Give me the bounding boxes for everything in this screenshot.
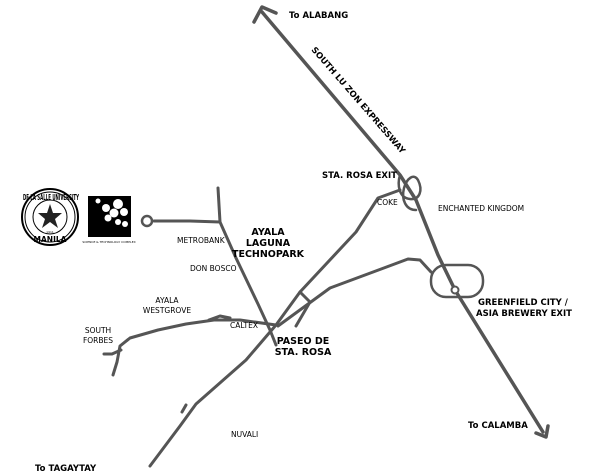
label-to-calamba: To CALAMBA: [468, 421, 528, 431]
label-greenfield-1: GREENFIELD CITY /: [478, 298, 569, 308]
label-paseo-1: PASEO DE: [277, 336, 330, 347]
label-to-tagaytay: To TAGAYTAY: [35, 464, 97, 472]
dlsu-inner-text: 1911: [46, 230, 54, 234]
roads: [102, 5, 550, 468]
dlsu-ring-text: DE LA SALLE UNIVERSITY: [23, 193, 79, 202]
label-ayala-westgrove-2: WESTGROVE: [143, 306, 191, 315]
nuvali-spur: [180, 403, 188, 414]
expressway-arrow-north: [252, 5, 278, 24]
label-nuvali: NUVALI: [231, 430, 258, 439]
label-ayala-westgrove-1: AYALA: [155, 296, 179, 305]
label-south-forbes-1: SOUTH: [85, 326, 111, 335]
label-ayala-technopark-2: LAGUNA: [246, 238, 291, 249]
label-greenfield-2: ASIA BREWERY EXIT: [476, 309, 572, 319]
label-enchanted-kingdom: ENCHANTED KINGDOM: [438, 204, 524, 213]
label-expressway: SOUTH LU ZON EXPRESSWAY: [309, 45, 408, 156]
westgrove-branch: [207, 314, 232, 322]
university-seal-icon: [38, 204, 62, 228]
label-ayala-technopark-1: AYALA: [251, 227, 285, 238]
greenfield-interchange: [429, 263, 485, 299]
label-south-forbes-2: FORBES: [83, 336, 113, 345]
roundabout: [140, 214, 154, 228]
science-complex-logo: SCIENCE & TECHNOLOGY COMPLEX: [82, 196, 136, 244]
science-complex-caption: SCIENCE & TECHNOLOGY COMPLEX: [82, 240, 135, 244]
dlsu-seal: 1911 DE LA SALLE UNIVERSITY MANILA: [21, 188, 79, 246]
greenfield-connector-road: [276, 257, 433, 328]
nuvali-road: [294, 290, 312, 328]
south-forbes-branch: [102, 348, 123, 356]
greenfield-interchange-node: [450, 285, 460, 295]
technopark-road: [216, 186, 278, 347]
label-don-bosco: DON BOSCO: [190, 264, 237, 273]
label-caltex: CALTEX: [230, 321, 258, 330]
sta-rosa-interchange: [397, 173, 422, 212]
label-coke: COKE: [377, 198, 398, 207]
label-sta-rosa-exit: STA. ROSA EXIT: [322, 171, 397, 181]
technopark-access-road: [152, 219, 222, 224]
label-to-alabang: To ALABANG: [289, 11, 348, 21]
science-complex-logo-icon: [88, 196, 131, 237]
dlsu-bottom-text: MANILA: [34, 235, 67, 244]
label-ayala-technopark-3: TECHNOPARK: [232, 249, 305, 260]
label-paseo-2: STA. ROSA: [275, 347, 332, 358]
expressway-arrow-south: [534, 424, 550, 439]
label-metrobank: METROBANK: [177, 236, 226, 245]
westgrove-road: [111, 318, 278, 377]
expressway-road: [260, 10, 545, 434]
